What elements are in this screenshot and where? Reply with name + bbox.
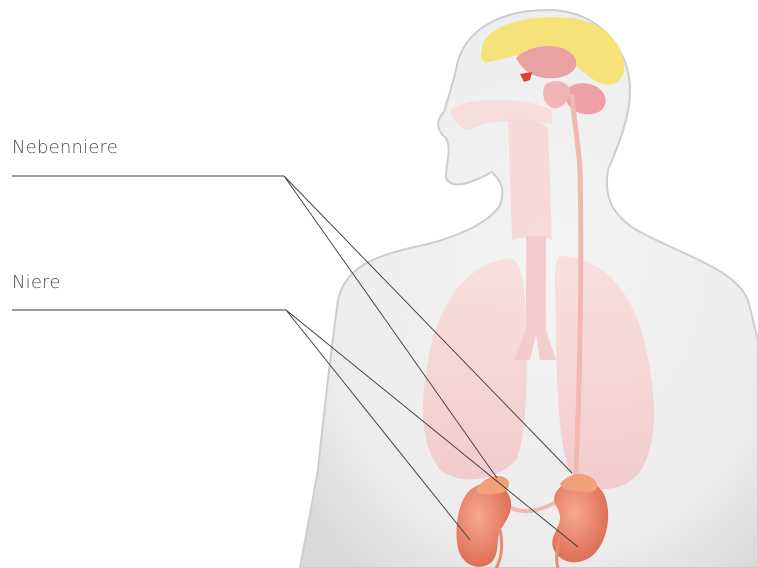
label-nebenniere: Nebenniere: [12, 137, 118, 158]
throat: [508, 119, 552, 240]
label-niere: Niere: [12, 272, 61, 293]
